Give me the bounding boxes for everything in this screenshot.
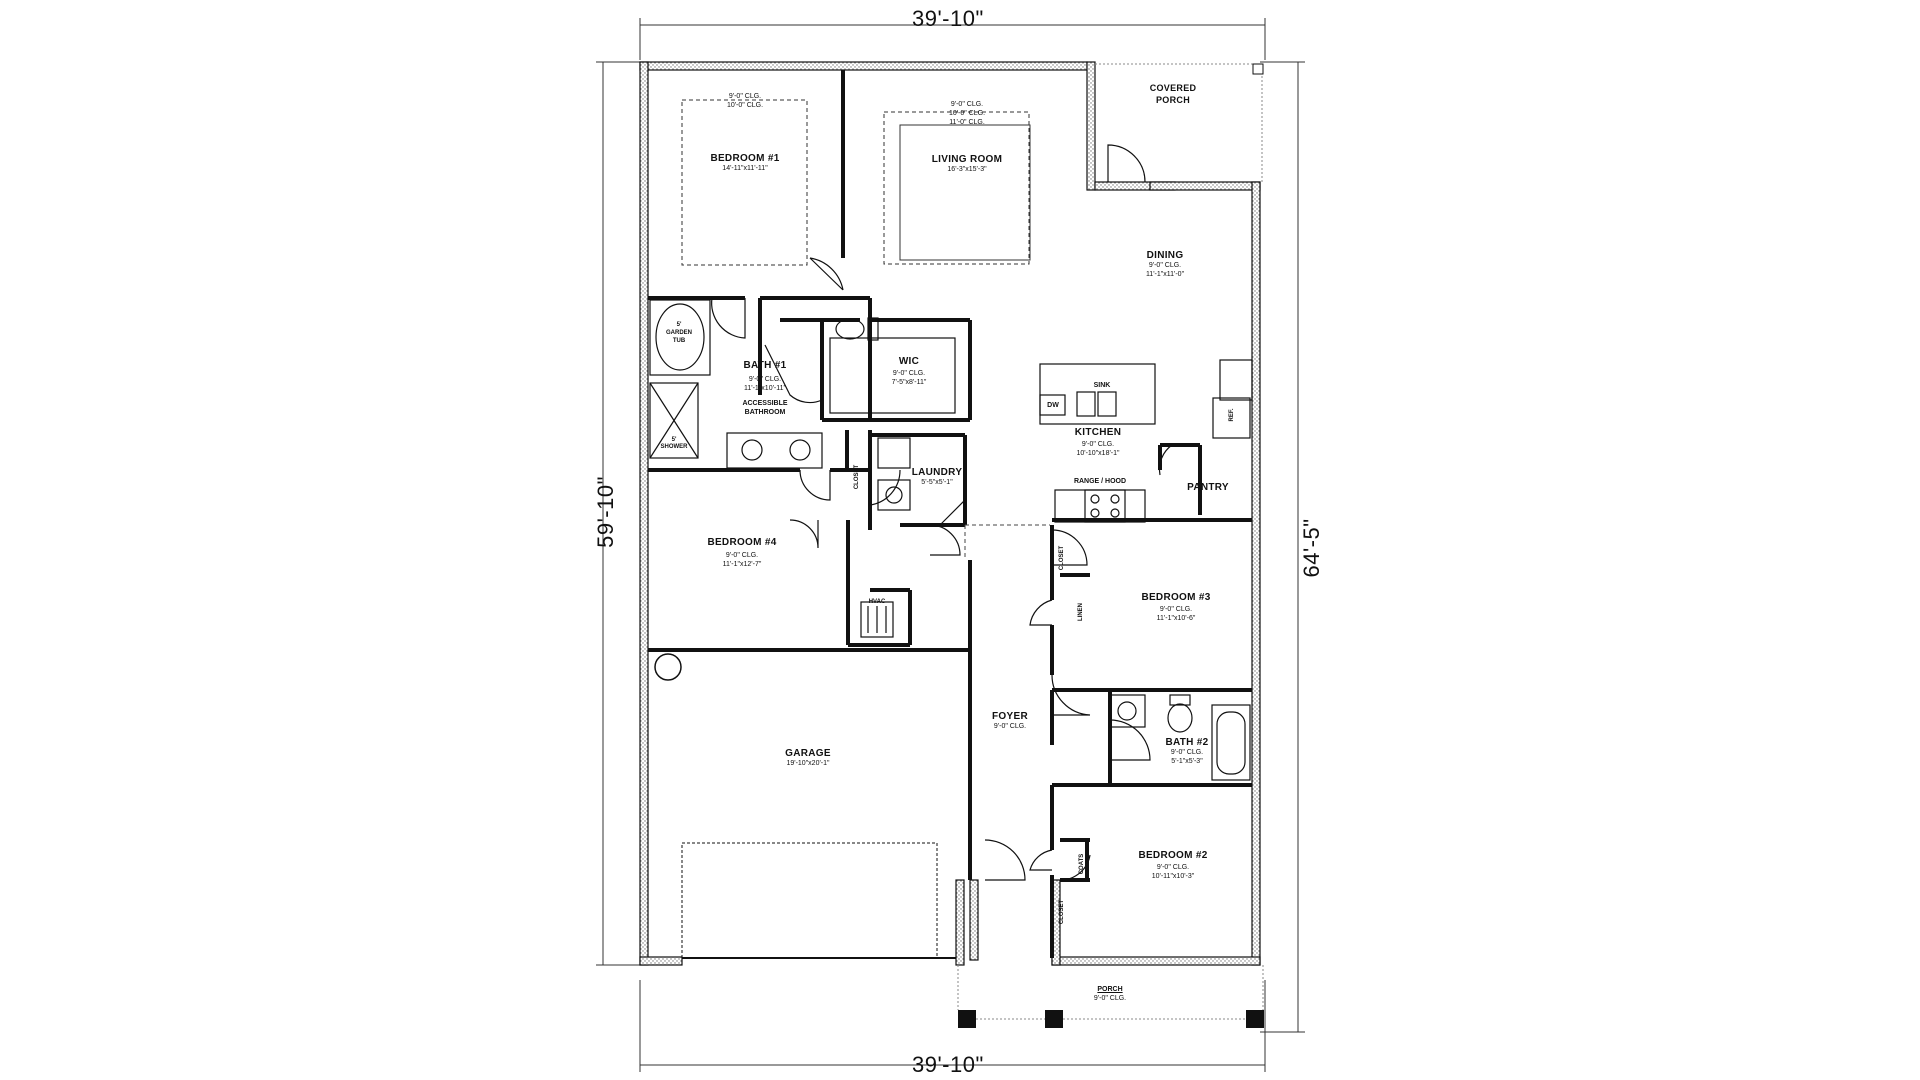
right-dimension-label: 64'-5": [1299, 518, 1324, 578]
kitchen-sink-label: SINK: [1093, 382, 1111, 389]
interior-walls: [648, 70, 1252, 958]
fixtures: [649, 299, 1253, 781]
living-room-ceilings: 9'-0" CLG. 10'-0" CLG. 11'-0" CLG.: [948, 101, 986, 126]
coats-closet-label: COATS: [1079, 853, 1085, 875]
range-hood-label: RANGE / HOOD: [1073, 478, 1127, 485]
top-dimension-label: 39'-10": [912, 6, 984, 31]
bedroom1-name: BEDROOM #1 14'-11"x11'-11": [710, 153, 780, 172]
foyer-label: FOYER 9'-0" CLG.: [992, 711, 1028, 730]
covered-porch-label: COVERED PORCH: [1149, 83, 1197, 105]
porch-label: PORCH 9'-0" CLG.: [1093, 986, 1127, 1002]
wic-label: WIC 9'-0" CLG. 7'-5"x8'-11": [891, 356, 927, 386]
pantry-label: PANTRY: [1187, 482, 1229, 493]
shower-label: 5' SHOWER: [660, 437, 688, 450]
bath1-label: BATH #1 9'-0" CLG. 11'-1"x10'-11" ACCESS…: [742, 360, 788, 416]
refrigerator-label: REF.: [1229, 408, 1235, 422]
bottom-dimension-label: 39'-10": [912, 1052, 984, 1077]
exterior-walls: [639, 61, 1261, 966]
hvac-label: HVAC: [868, 599, 886, 605]
garage-outline: [648, 649, 972, 959]
bedroom1-label: 9'-0" CLG. 10'-0" CLG.: [726, 93, 764, 109]
bath2-label: BATH #2 9'-0" CLG. 5'-1"x5'-3": [1165, 737, 1209, 765]
bedroom2-label: BEDROOM #2 9'-0" CLG. 10'-11"x10'-3": [1138, 850, 1208, 880]
garage-label: GARAGE 19'-10"x20'-1": [785, 748, 831, 767]
bedroom4-label: BEDROOM #4 9'-0" CLG. 11'-1"x12'-7": [707, 537, 777, 568]
closet-bedroom3-label: CLOSET: [1059, 545, 1065, 571]
left-dimension-label: 59'-10": [593, 476, 618, 548]
porch-posts: [958, 1010, 1264, 1028]
kitchen-label: KITCHEN 9'-0" CLG. 10'-10"x18'-1": [1074, 427, 1122, 457]
doors: [711, 144, 1173, 881]
laundry-label: LAUNDRY 5'-5"x5'-1": [911, 467, 963, 486]
closet-laundry-label: CLOSET: [854, 464, 860, 490]
bedroom3-label: BEDROOM #3 9'-0" CLG. 11'-1"x10'-6": [1141, 592, 1211, 622]
garden-tub-label: 5' GARDEN TUB: [665, 322, 693, 344]
closet-bedroom2-label: CLOSET: [1059, 899, 1065, 925]
living-room-label: LIVING ROOM 16'-3"x15'-3": [931, 154, 1003, 173]
ceiling-trays: [681, 99, 1031, 266]
dining-label: DINING 9'-0" CLG. 11'-1"x11'-0": [1145, 250, 1185, 278]
linen-closet-label: LINEN: [1078, 603, 1084, 621]
dishwasher-label: DW: [1047, 402, 1059, 409]
dimension-lines: [596, 18, 1305, 1072]
